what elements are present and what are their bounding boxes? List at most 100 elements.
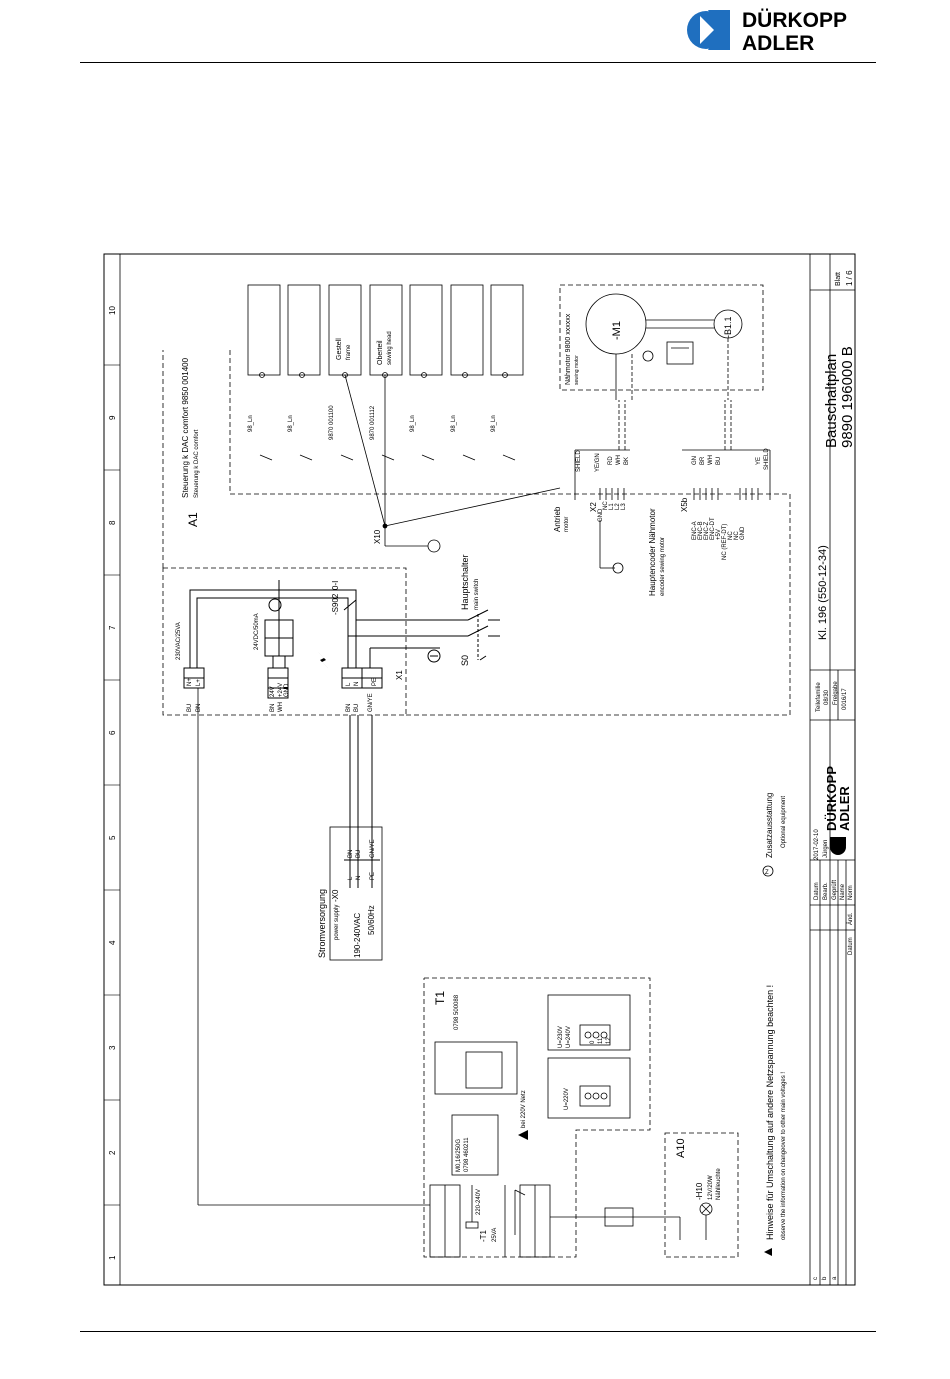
mid-pin-plus24v: +24V xyxy=(278,683,284,697)
title-logo-line2: ADLER xyxy=(837,786,852,831)
edited-label: Bearb. xyxy=(823,882,829,900)
motor-label-de: Nähmotor 9800 xxxxxx xyxy=(565,313,572,385)
psu-wire-bn: BN xyxy=(348,850,354,858)
x10-cable-6: 98_Ln xyxy=(451,415,457,432)
date-label: Datum xyxy=(814,882,820,900)
control-name-en: Steuerung k DAC comfort xyxy=(194,429,200,498)
box-gestell-en: frame xyxy=(346,344,352,360)
psu-pin-n: N xyxy=(356,876,362,880)
psu-freq: 50/60Hz xyxy=(367,905,376,935)
encoder-wire-wh: WH xyxy=(708,455,714,465)
t1-part: 0798 500088 xyxy=(454,994,460,1030)
x10-peripherals: X10 98_Ln 98_Ln 9870 001100 9870 001112 … xyxy=(247,284,561,553)
drive-pin-l1: L1 xyxy=(609,503,615,510)
motor-m1: -M1 xyxy=(611,321,623,340)
x1-pin-pe: PE xyxy=(372,678,378,686)
t1-opt-230: U=230V xyxy=(558,1026,564,1048)
logo-text-line2: ADLER xyxy=(742,32,814,54)
logo-text-line1: DÜRKOPP xyxy=(742,9,847,32)
optional-symbol: Z xyxy=(765,870,769,876)
rev-row-c: c xyxy=(813,1277,819,1280)
drive-wire-bk: BK xyxy=(624,457,630,465)
drive-wire-rd: RD xyxy=(608,456,614,465)
mains-triangle-icon xyxy=(518,1130,528,1140)
x10-cable-3: 9870 001100 xyxy=(329,405,335,440)
header-rule xyxy=(80,62,876,63)
ruler-1: 1 xyxy=(108,1255,117,1260)
t1-opt-240: U=240V xyxy=(566,1026,572,1048)
rev-row-a: a xyxy=(832,1276,838,1280)
lamp-a10: A10 -H10 12V/20W Nählleuchte xyxy=(550,1132,739,1258)
t1-fuse-part: 0798 460211 xyxy=(464,1137,470,1172)
encoder-pin-encb: ENC-B xyxy=(698,521,704,540)
ruler-8: 8 xyxy=(108,520,117,525)
rev-label: Änd. xyxy=(847,912,854,925)
upper-pin-n: N+ xyxy=(187,678,193,686)
motor-label-en: sewing motor xyxy=(574,355,580,385)
box-gestell-de: Gestell xyxy=(336,338,343,360)
t1-trafo: -T1 xyxy=(479,1229,488,1242)
optional-de: Zusatzausstattung xyxy=(765,793,774,858)
t1-va: 25VA xyxy=(492,1228,498,1242)
drive-connector-x2: Antrieb motor X2 GND NC L1 L2 L3 SHIELD … xyxy=(553,400,630,574)
checked-label: Geprüft xyxy=(832,880,838,900)
x1-wire-bn: BN xyxy=(346,704,352,712)
encoder-connector-x5b: Hauptencoder Nähmotor encoder sewing mot… xyxy=(648,400,771,596)
x10-cable-5: 98_Ln xyxy=(410,415,416,432)
box-oberteil-de: Oberteil xyxy=(377,340,384,365)
part-family-value: 08/30 xyxy=(824,689,830,705)
upper-wire-bn: BN xyxy=(196,704,202,712)
optional-symbol-icon xyxy=(762,865,774,877)
transformer-t1: T1 0798 500088 xyxy=(197,688,651,1258)
psu-wire-gnye: GN/YE xyxy=(370,839,376,858)
a1-label: A1 xyxy=(186,512,200,527)
encoder-wire-shield: SHIELD xyxy=(764,448,770,470)
control-name-de: Steuerung k DAC comfort 9850 001400 xyxy=(181,357,190,498)
encoder-pin-enca: ENC-A xyxy=(692,521,698,540)
x10-cable-4: 9870 001112 xyxy=(370,405,376,440)
mid-wire-bn: BN xyxy=(270,704,276,712)
encoder-pin-nc2: NC xyxy=(734,531,740,540)
hint-en: observe the information on changeover to… xyxy=(781,1072,787,1240)
encoder-pin-gnd: GND xyxy=(740,526,746,540)
name-label: Name xyxy=(840,883,846,900)
drive-wire-wh: WH xyxy=(616,455,622,465)
rev-row-b: b xyxy=(822,1276,828,1280)
main-switch-label-de: Hauptschalter xyxy=(460,554,470,610)
part-family-label: Teilefamilie xyxy=(816,682,822,712)
encoder-wire-bu: BU xyxy=(716,457,722,465)
notes: Hinweise für Umschaltung auf andere Netz… xyxy=(762,793,787,1256)
norm-label: Norm xyxy=(848,885,854,900)
psu-label-en: power supply xyxy=(334,905,340,940)
release-label: Freigabe xyxy=(833,681,839,705)
drive-label-de: Antrieb xyxy=(553,506,562,532)
footer-rule xyxy=(80,1331,876,1332)
t1-range: 220-240V xyxy=(476,1189,482,1215)
sewing-motor: Nähmotor 9800 xxxxxx sewing motor -M1 -B… xyxy=(559,284,764,400)
psu-label: 230VAC/25VA xyxy=(176,622,182,660)
drive-pin-nc: NC xyxy=(603,501,609,510)
x10-cable-7: 98_Ln xyxy=(491,415,497,432)
dc-label: 24VDC/50mA xyxy=(254,613,260,650)
drawing-title: Bauschaltplan xyxy=(823,354,840,448)
ruler: 1 2 3 4 5 6 7 8 9 10 xyxy=(104,306,120,1260)
switch-ref: -S902 xyxy=(331,593,340,615)
ruler-6: 6 xyxy=(108,730,117,735)
drive-pin-l3: L3 xyxy=(621,503,627,510)
psu-wire-bu: BU xyxy=(356,850,362,858)
drive-wire-shield: SHIELD xyxy=(576,450,582,472)
drive-wire-yegn: YE/GN xyxy=(595,453,601,472)
date-value: 2017-02-10 xyxy=(814,829,820,860)
drive-gnd: GND xyxy=(598,508,604,522)
a10-label: A10 xyxy=(675,1138,687,1158)
encoder-pin-encz: ENC-Z xyxy=(704,521,710,540)
encoder-pin-nc1: NC xyxy=(728,531,734,540)
box-oberteil-en: sewing head xyxy=(387,331,393,365)
x10-cable-1: 98_Ln xyxy=(248,415,254,432)
encoder-wire-gn: GN xyxy=(692,456,698,465)
upper-wire-bu: BU xyxy=(187,704,193,712)
encoder-wire-br: BR xyxy=(700,456,706,465)
encoder-wire-ye: YE xyxy=(756,457,762,465)
drive-connector: X2 xyxy=(589,502,598,512)
